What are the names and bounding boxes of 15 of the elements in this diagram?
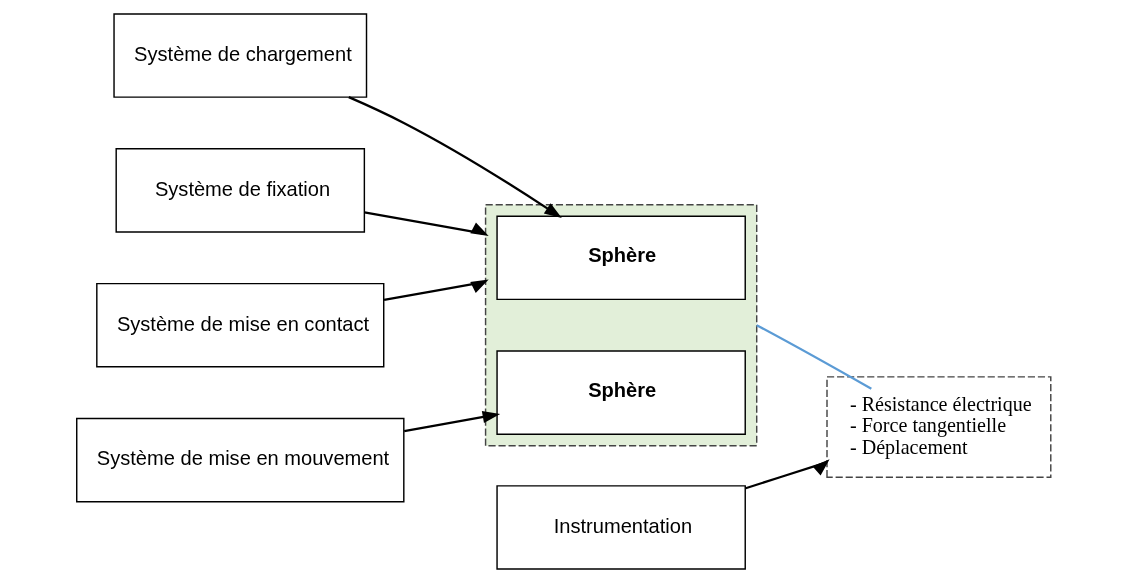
arrow (383, 279, 489, 301)
arrow (745, 459, 830, 490)
node-text: - Résistance électrique - Force tangentielle - Déplacement (849, 392, 1032, 458)
cluster (826, 376, 1052, 478)
node-box: Système de chargement (113, 13, 368, 98)
node-box: Instrumentation (496, 485, 746, 570)
connector (756, 324, 872, 390)
arrow (404, 411, 501, 433)
node-box: Sphère (496, 350, 746, 435)
node-box: Système de mise en mouvement (76, 417, 405, 503)
node-box: Système de mise en contact (96, 282, 385, 368)
arrow (348, 96, 562, 218)
node-box: Sphère (496, 215, 746, 301)
arrow (364, 211, 489, 237)
node-box: Système de fixation (115, 148, 366, 233)
